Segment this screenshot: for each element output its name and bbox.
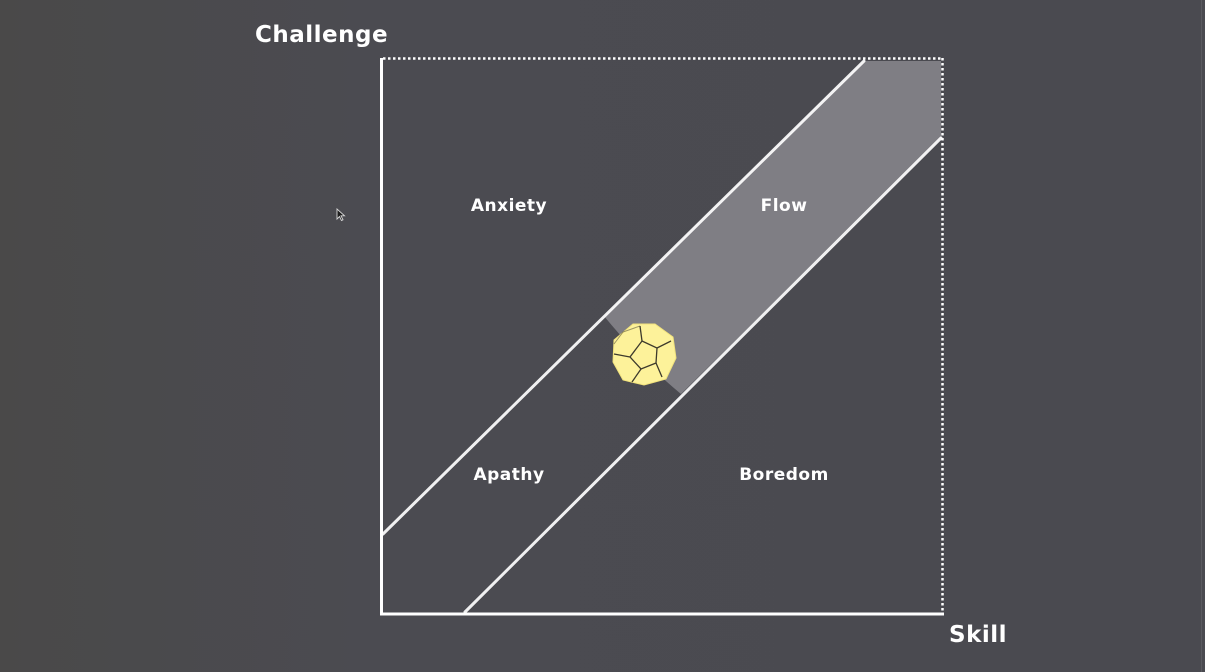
x-axis-label: Skill — [949, 622, 1008, 648]
region-label-boredom: Boredom — [739, 465, 829, 485]
region-label-anxiety: Anxiety — [470, 196, 548, 216]
upper-diagonal-line — [381, 59, 866, 536]
lower-diagonal-line — [463, 136, 943, 614]
dodecahedron-icon — [612, 323, 677, 386]
window-edge — [1201, 0, 1202, 672]
region-label-flow: Flow — [760, 196, 808, 216]
y-axis-label: Challenge — [255, 22, 389, 48]
flow-band — [604, 61, 941, 394]
mouse-pointer-icon — [336, 208, 346, 222]
region-label-apathy: Apathy — [473, 465, 545, 485]
